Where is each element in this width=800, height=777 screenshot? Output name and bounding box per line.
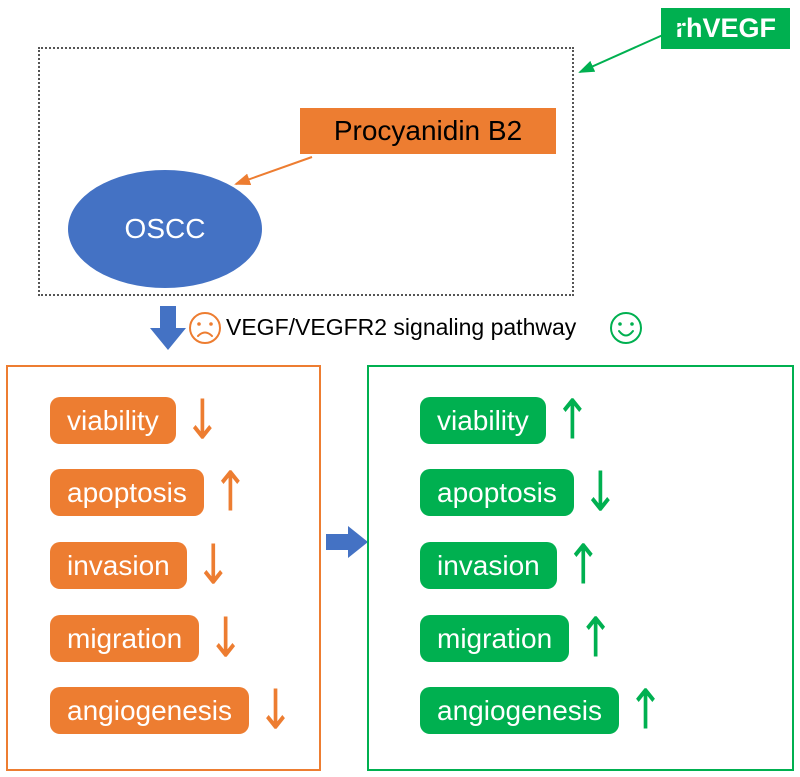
effect-pill: migration [420,615,570,662]
pathway-down-arrow [150,306,186,350]
effect-label: viability [67,405,159,436]
effect-row: apoptosis ↓ [420,464,619,519]
effect-row: invasion ↑ [420,537,602,592]
oscc-ellipse: OSCC [68,170,262,288]
effect-label: apoptosis [437,477,557,508]
effect-pill: viability [50,397,176,444]
effect-label: angiogenesis [437,695,603,726]
happy-face-icon [610,312,642,344]
up-arrow: ↑ [577,606,615,670]
effect-row: angiogenesis ↑ [420,682,664,737]
sad-face-icon [189,312,221,344]
down-arrow: ↓ [581,460,619,524]
down-arrow: ↓ [183,388,221,452]
up-arrow: ↑ [553,388,591,452]
procyanidin-b2-box: Procyanidin B2 [300,108,556,154]
effect-row: migration ↓ [50,610,244,665]
pathway-label: VEGF/VEGFR2 signaling pathway [226,314,577,340]
effect-label: migration [67,623,183,654]
effect-pill: angiogenesis [50,687,250,734]
treatment-dotted-box [38,47,574,296]
effect-row: apoptosis ↑ [50,464,249,519]
procyanidin-b2-label: Procyanidin B2 [333,115,523,146]
effect-label: viability [437,405,529,436]
up-arrow: ↑ [211,460,249,524]
oscc-label: OSCC [124,213,206,244]
down-arrow: ↓ [257,678,294,742]
effect-pill: angiogenesis [420,687,620,734]
down-arrow: ↓ [207,606,245,670]
effect-pill: viability [420,397,546,444]
effect-row: angiogenesis ↓ [50,682,294,737]
effect-pill: migration [50,615,200,662]
effect-row: migration ↑ [420,610,614,665]
effect-pill: invasion [420,542,557,589]
effect-pill: apoptosis [420,469,574,516]
effect-row: viability ↓ [50,392,221,447]
effect-label: apoptosis [67,477,187,508]
up-arrow: ↑ [564,533,602,597]
effect-pill: invasion [50,542,187,589]
procyanidin-effects-panel: viability ↓ apoptosis ↑ invasion ↓ migra… [6,365,321,771]
rhvegf-effects-panel: viability ↑ apoptosis ↓ invasion ↑ migra… [367,365,794,771]
effect-row: invasion ↓ [50,537,232,592]
rhvegf-label: rhVEGF [675,13,776,43]
effect-label: invasion [67,550,170,581]
effect-row: viability ↑ [420,392,591,447]
down-arrow: ↓ [194,533,232,597]
effect-label: invasion [437,550,540,581]
effect-pill: apoptosis [50,469,204,516]
effect-label: angiogenesis [67,695,233,726]
flow-right-arrow [326,526,368,558]
effect-label: migration [437,623,553,654]
up-arrow: ↑ [627,678,664,742]
rhvegf-box: rhVEGF [661,8,790,49]
